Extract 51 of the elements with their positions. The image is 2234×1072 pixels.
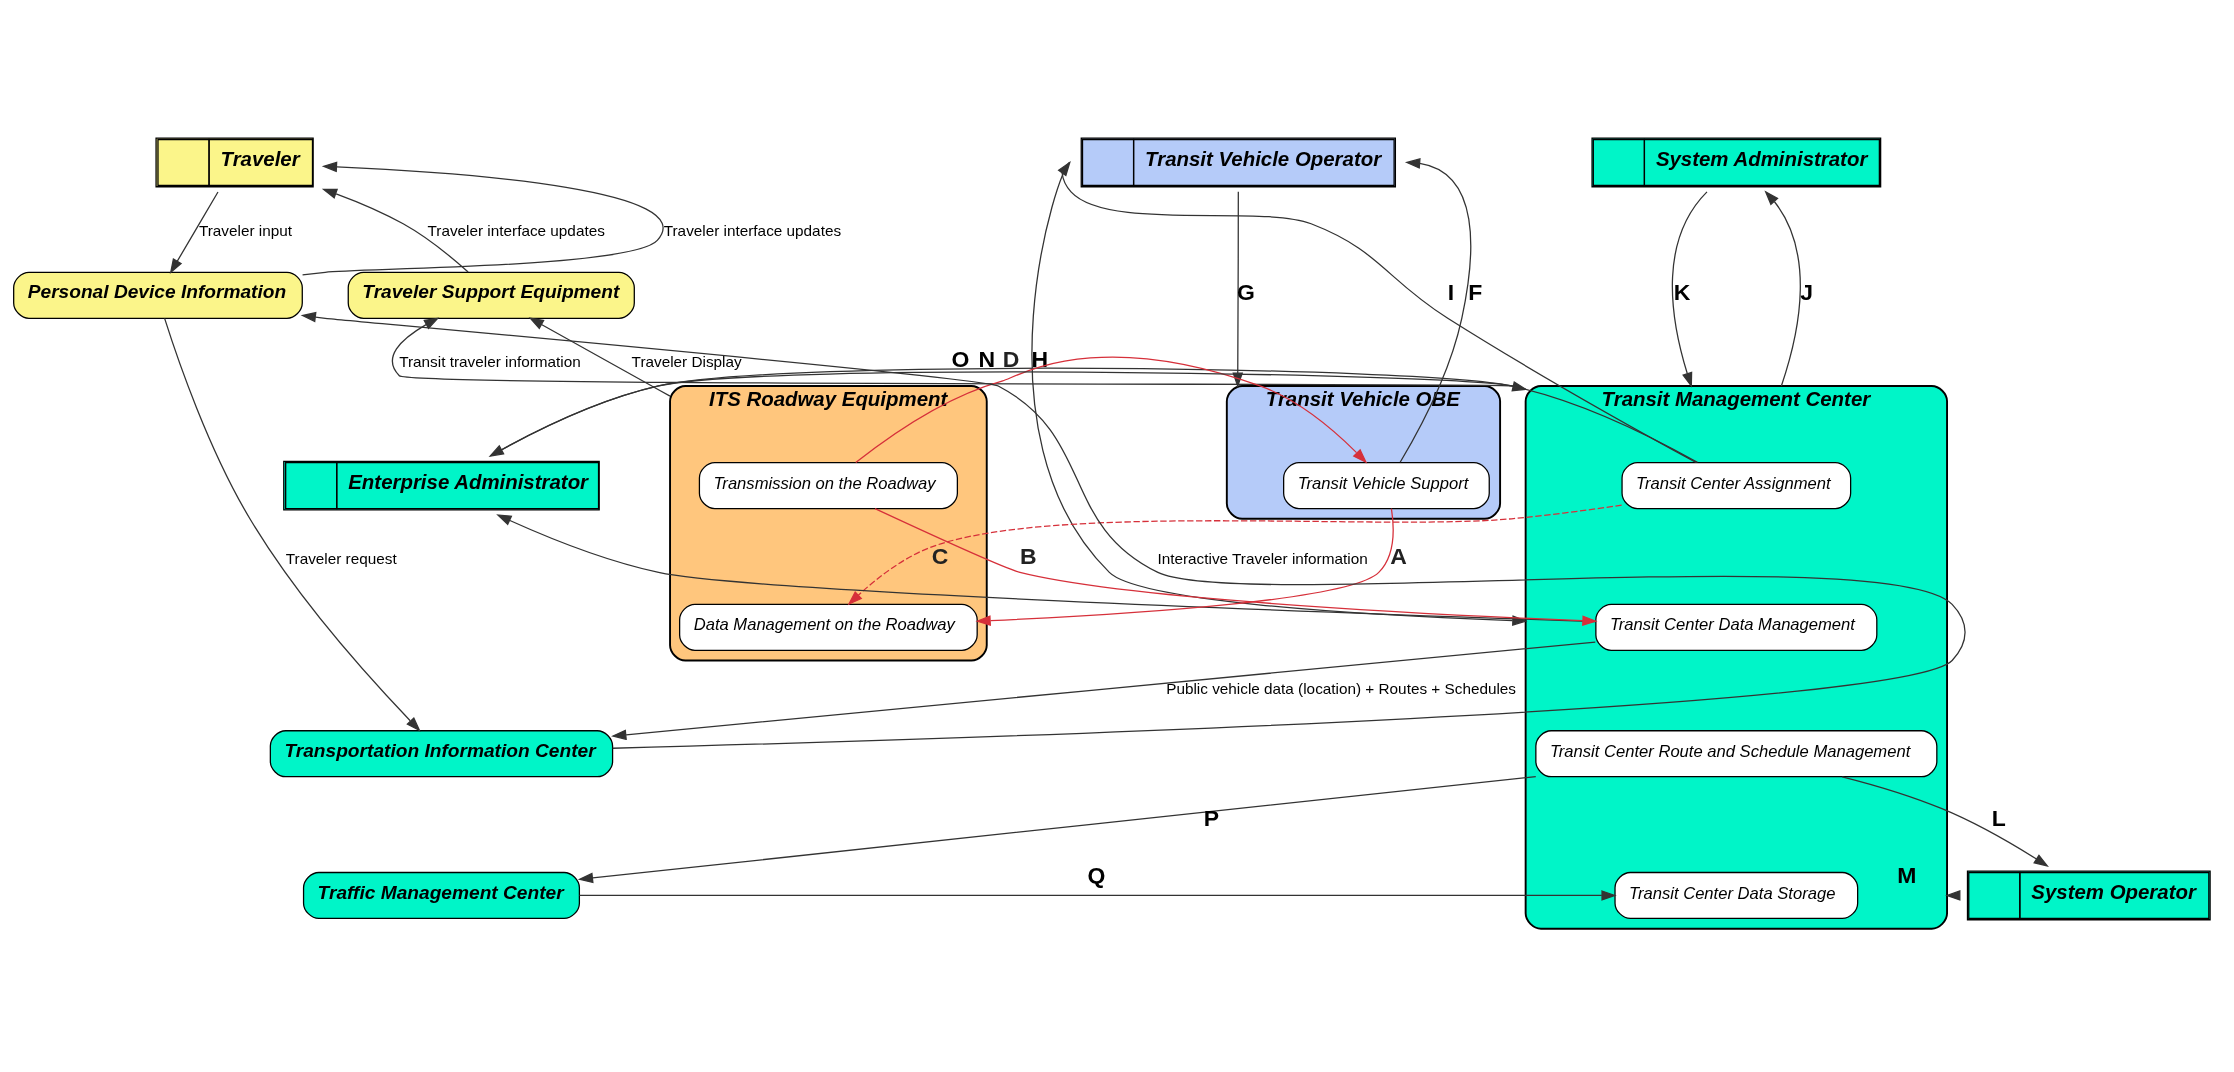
arrow <box>169 191 219 274</box>
arrow <box>855 356 1368 464</box>
edge-label: Traveler interface updates <box>427 222 605 240</box>
arrow <box>1399 158 1472 463</box>
arrow <box>611 641 1596 741</box>
arrow <box>1057 160 1697 464</box>
edge-label: A <box>1390 542 1407 569</box>
node-box: Transit Center Data Storage <box>1614 871 1859 920</box>
arrow <box>578 890 1617 901</box>
node-box: Transmission on the Roadway <box>698 461 958 510</box>
edge-label: L <box>1991 804 2006 831</box>
node-box: Transit Center Data Management <box>1595 603 1878 651</box>
node-box: Transit Center Route and Schedule Management <box>1535 730 1938 778</box>
arrow <box>975 508 1394 626</box>
edge-label: I <box>1447 278 1455 305</box>
edge-label: C <box>931 542 949 569</box>
arrow <box>164 317 421 732</box>
node-box: Traveler Support Equipment <box>347 271 635 319</box>
edge-label: Q <box>1087 862 1106 889</box>
node-box: Transportation Information Center <box>269 730 614 778</box>
edge-label: J <box>1800 278 1813 305</box>
edge-label: F <box>1468 278 1483 305</box>
edge-label: O <box>951 346 970 373</box>
node-box: Personal Device Information <box>13 271 303 319</box>
edge-label: P <box>1203 804 1220 831</box>
edge-label: K <box>1673 278 1691 305</box>
node-box: Transit Center Assignment <box>1621 461 1852 510</box>
edge-label: M <box>1897 862 1917 889</box>
arrow <box>577 775 1537 884</box>
arrow <box>1671 191 1708 388</box>
edge-label: Interactive Traveler information <box>1157 549 1368 567</box>
edge-label: Traveler request <box>285 549 397 567</box>
node-box: Transit Vehicle Support <box>1283 461 1490 510</box>
arrow <box>847 504 1623 606</box>
edge-label: B <box>1019 542 1037 569</box>
edge-label: H <box>1031 346 1049 373</box>
node-box: Traffic Management Center <box>302 871 580 920</box>
arrow <box>528 317 671 397</box>
arrow <box>1841 776 2049 867</box>
node-box: Data Management on the Roadway <box>679 603 978 651</box>
arrow <box>1764 190 1801 387</box>
edge-label: Traveler interface updates <box>663 222 842 240</box>
edge-label: D <box>1002 346 1020 373</box>
arrow <box>321 188 469 273</box>
edge-label: Traveler Display <box>631 352 742 370</box>
edge-label: Traveler input <box>198 222 292 240</box>
edge-label: N <box>978 346 996 373</box>
edge-label: Public vehicle data (location) + Routes + Schedules <box>1166 680 1517 698</box>
arrow <box>301 161 664 276</box>
edge-label: Transit traveler information <box>399 352 581 370</box>
arrow <box>300 311 1966 749</box>
